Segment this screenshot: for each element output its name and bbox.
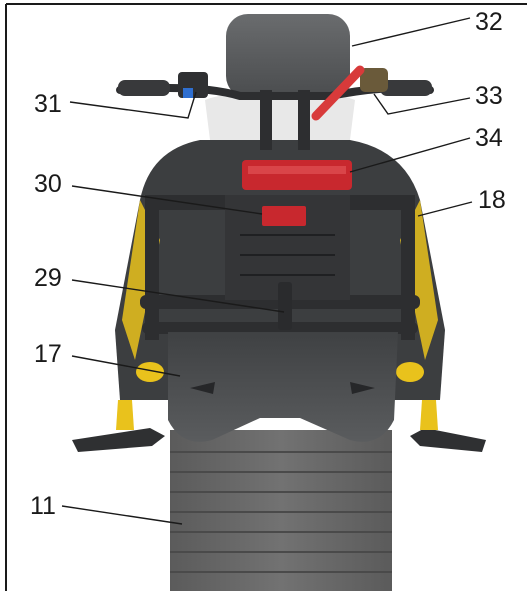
svg-text:18: 18 bbox=[478, 186, 506, 214]
callout-17: 17 bbox=[34, 340, 181, 377]
callout-29: 29 bbox=[34, 264, 285, 313]
left-ski bbox=[72, 400, 165, 452]
svg-text:11: 11 bbox=[30, 492, 56, 520]
figure-border bbox=[5, 3, 527, 591]
callout-33: 33 bbox=[373, 82, 503, 115]
snow-flap bbox=[168, 332, 398, 442]
svg-text:29: 29 bbox=[34, 264, 62, 292]
svg-text:17: 17 bbox=[34, 340, 62, 368]
track bbox=[170, 430, 392, 591]
right-ski bbox=[410, 400, 486, 452]
svg-text:32: 32 bbox=[475, 8, 503, 36]
callout-30: 30 bbox=[34, 170, 263, 215]
svg-text:34: 34 bbox=[475, 124, 503, 152]
taillight bbox=[242, 160, 352, 190]
callout-32: 32 bbox=[351, 8, 503, 47]
svg-text:33: 33 bbox=[475, 82, 503, 110]
callout-31: 31 bbox=[34, 90, 197, 119]
backrest bbox=[226, 14, 350, 150]
svg-text:31: 31 bbox=[34, 90, 62, 118]
svg-text:30: 30 bbox=[34, 170, 62, 198]
snowmobile-illustration bbox=[72, 14, 486, 591]
callout-11: 11 bbox=[30, 492, 183, 525]
callout-18: 18 bbox=[417, 186, 506, 217]
handlebar bbox=[116, 65, 434, 121]
hitch bbox=[278, 282, 292, 330]
callout-34: 34 bbox=[349, 124, 503, 173]
